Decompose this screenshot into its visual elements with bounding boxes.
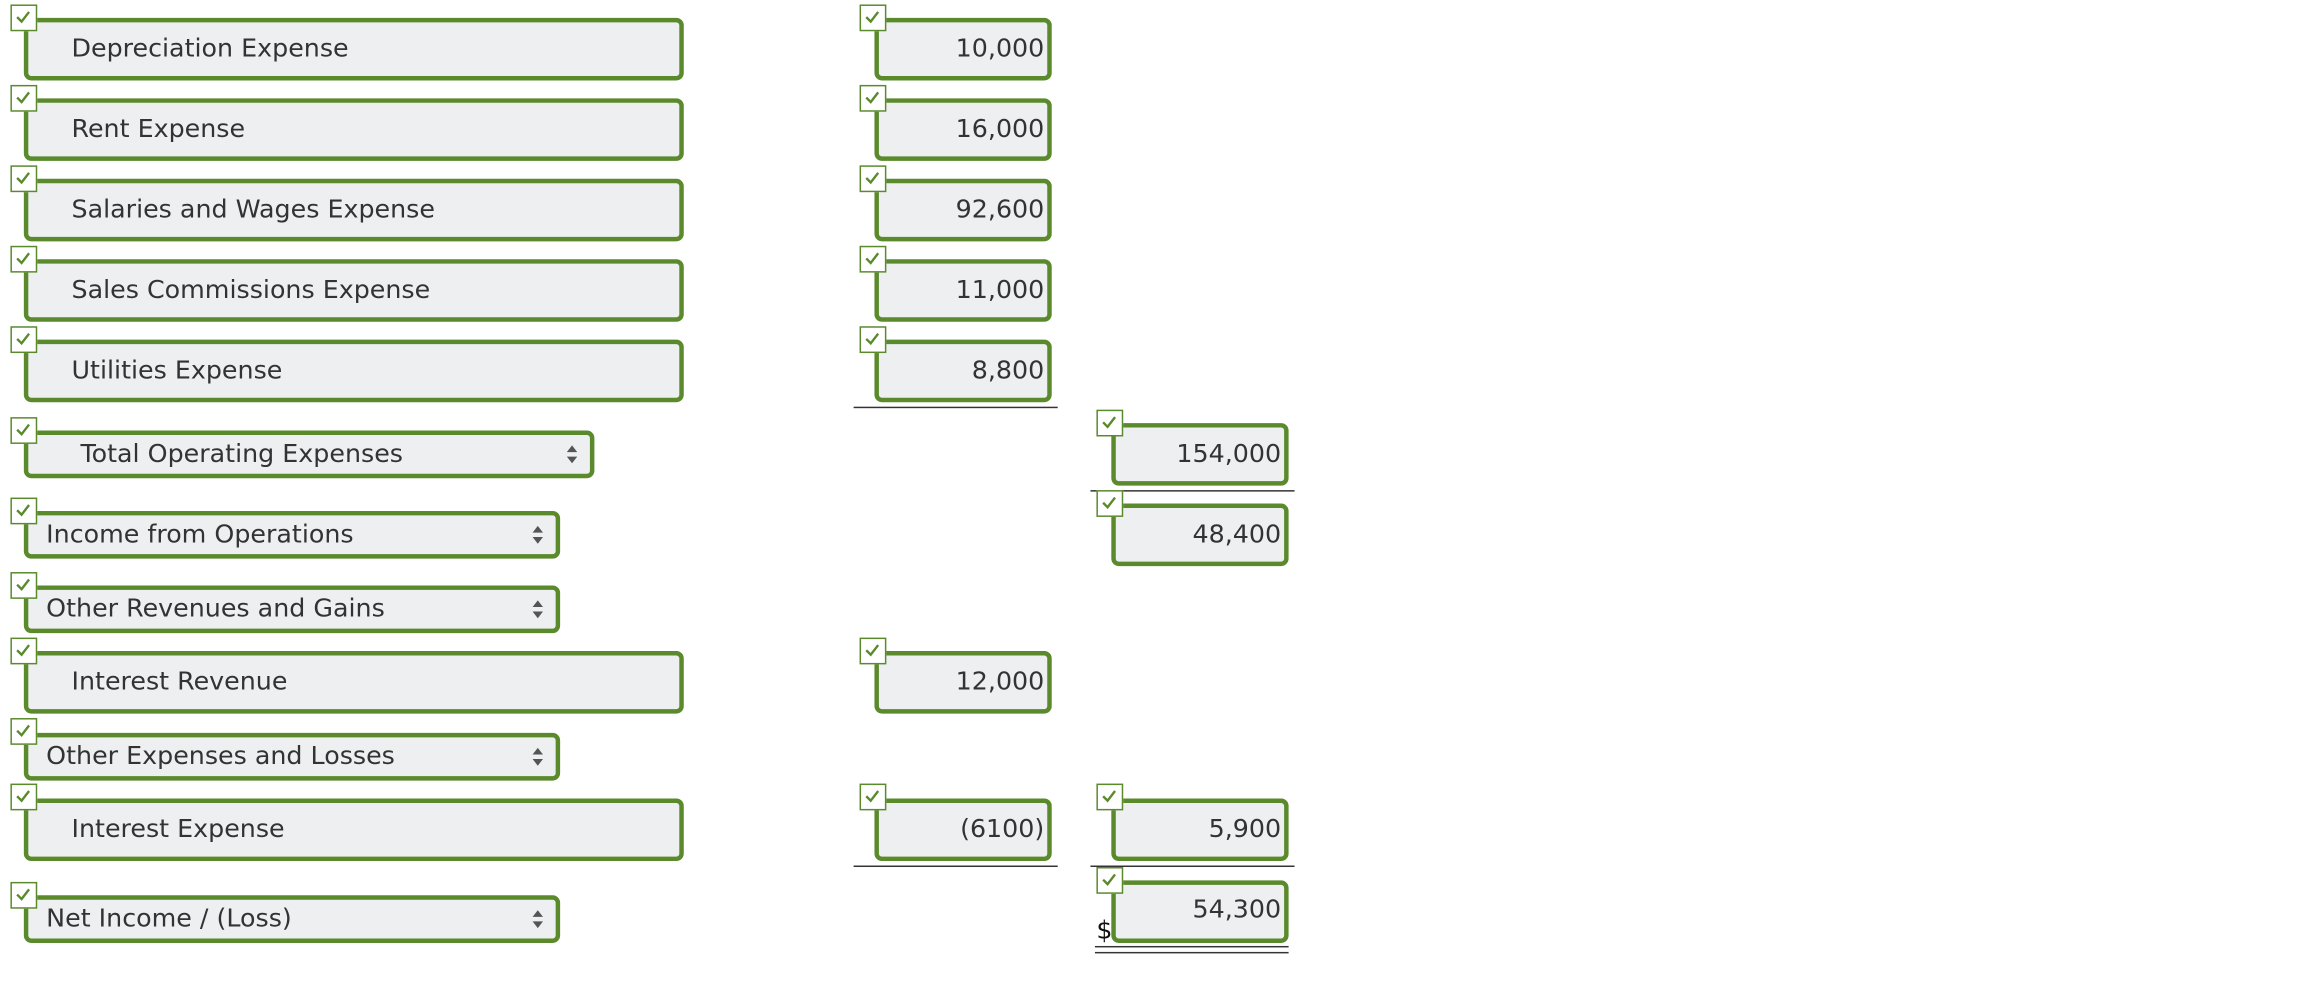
interest-expense-label: Interest Expense	[71, 814, 285, 845]
rent-expense-amount-input[interactable]: 16,000	[874, 98, 1052, 161]
rent-expense-field[interactable]: Rent Expense	[23, 98, 684, 161]
select-arrows-icon	[532, 747, 543, 766]
check-icon	[859, 637, 887, 665]
check-icon	[1096, 867, 1124, 894]
check-icon	[10, 497, 38, 525]
net-income-amount: 54,300	[1192, 895, 1282, 926]
total-rule	[1090, 865, 1295, 868]
interest-expense-field[interactable]: Interest Expense	[23, 798, 684, 862]
check-icon	[1096, 409, 1124, 437]
check-icon	[1096, 783, 1124, 811]
check-icon	[10, 417, 38, 444]
check-icon	[859, 165, 887, 193]
other-revenues-gains-select[interactable]: Other Revenues and Gains	[23, 585, 561, 634]
income-from-operations-amount-input[interactable]: 48,400	[1111, 503, 1289, 567]
check-icon	[10, 4, 38, 32]
sales-commissions-expense-amount: 11,000	[955, 275, 1045, 306]
utilities-expense-amount-input[interactable]: 8,800	[874, 339, 1052, 403]
sales-commissions-expense-label: Sales Commissions Expense	[71, 275, 431, 306]
select-arrows-icon	[566, 445, 578, 464]
net-income-loss-select[interactable]: Net Income / (Loss)	[23, 895, 561, 943]
rent-expense-label: Rent Expense	[71, 114, 246, 145]
interest-revenue-label: Interest Revenue	[71, 667, 288, 698]
depreciation-expense-amount-input[interactable]: 10,000	[874, 17, 1052, 81]
select-arrows-icon	[532, 600, 543, 619]
salaries-wages-expense-amount-input[interactable]: 92,600	[874, 178, 1052, 242]
salaries-wages-expense-field[interactable]: Salaries and Wages Expense	[23, 178, 684, 242]
net-income-loss-label: Net Income / (Loss)	[46, 904, 292, 935]
check-icon	[10, 783, 38, 811]
interest-expense-amount: (6100)	[960, 814, 1045, 845]
check-icon	[859, 245, 887, 273]
check-icon	[859, 84, 887, 112]
salaries-wages-expense-label: Salaries and Wages Expense	[71, 195, 435, 225]
income-from-operations-amount: 48,400	[1192, 519, 1282, 550]
currency-symbol: $	[1096, 916, 1113, 946]
check-icon	[10, 572, 38, 599]
subtotal-rule	[853, 406, 1058, 409]
depreciation-expense-field[interactable]: Depreciation Expense	[23, 17, 684, 81]
select-arrows-icon	[532, 910, 543, 929]
interest-revenue-field[interactable]: Interest Revenue	[23, 650, 684, 714]
double-rule-bottom	[1094, 951, 1289, 954]
total-operating-expenses-amount-input[interactable]: 154,000	[1111, 423, 1289, 486]
interest-revenue-amount: 12,000	[955, 667, 1045, 698]
depreciation-expense-amount: 10,000	[955, 34, 1045, 65]
utilities-expense-field[interactable]: Utilities Expense	[23, 339, 684, 403]
check-icon	[859, 4, 887, 32]
check-icon	[10, 326, 38, 354]
check-icon	[10, 245, 38, 273]
utilities-expense-label: Utilities Expense	[71, 356, 283, 386]
sales-commissions-expense-amount-input[interactable]: 11,000	[874, 259, 1052, 322]
interest-revenue-amount-input[interactable]: 12,000	[874, 650, 1052, 714]
other-expenses-losses-label: Other Expenses and Losses	[46, 741, 395, 772]
total-rule	[1090, 490, 1295, 492]
select-arrows-icon	[532, 525, 543, 544]
income-from-operations-select[interactable]: Income from Operations	[23, 510, 561, 559]
check-icon	[10, 165, 38, 193]
check-icon	[859, 326, 887, 354]
other-expenses-losses-select[interactable]: Other Expenses and Losses	[23, 732, 561, 781]
total-operating-expenses-select[interactable]: Total Operating Expenses	[23, 430, 595, 479]
check-icon	[859, 783, 887, 811]
sales-commissions-expense-field[interactable]: Sales Commissions Expense	[23, 259, 684, 322]
check-icon	[10, 718, 38, 745]
total-operating-expenses-amount: 154,000	[1176, 439, 1282, 470]
income-from-operations-label: Income from Operations	[46, 519, 354, 550]
depreciation-expense-label: Depreciation Expense	[71, 34, 349, 65]
double-rule-top	[1094, 945, 1289, 948]
net-other-amount: 5,900	[1208, 814, 1282, 845]
check-icon	[10, 637, 38, 665]
total-operating-expenses-label: Total Operating Expenses	[80, 439, 403, 470]
rent-expense-amount: 16,000	[955, 114, 1045, 145]
other-revenues-gains-label: Other Revenues and Gains	[46, 594, 385, 625]
subtotal-rule	[853, 865, 1058, 868]
check-icon	[10, 84, 38, 112]
net-other-amount-input[interactable]: 5,900	[1111, 798, 1289, 862]
check-icon	[10, 881, 38, 909]
interest-expense-amount-input[interactable]: (6100)	[874, 798, 1052, 862]
utilities-expense-amount: 8,800	[971, 356, 1045, 386]
salaries-wages-expense-amount: 92,600	[955, 195, 1045, 225]
check-icon	[1096, 490, 1124, 517]
net-income-amount-input[interactable]: 54,300	[1111, 880, 1289, 943]
